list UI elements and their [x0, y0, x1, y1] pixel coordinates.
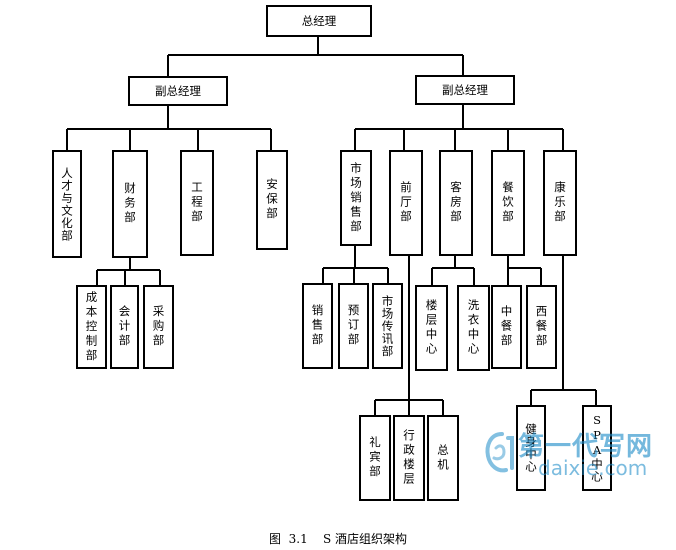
node-dept-finance: 财务部 — [112, 150, 148, 258]
node-dept-engineering: 工程部 — [180, 150, 214, 256]
node-laundry-center-label: 洗衣中心 — [466, 299, 481, 357]
connector-finance-sub — [96, 258, 161, 285]
node-switchboard: 总机 — [427, 415, 459, 501]
node-dept-recreation-label: 康乐部 — [553, 181, 568, 225]
node-concierge: 礼宾部 — [359, 415, 391, 501]
connector-gm-to-vps — [167, 37, 464, 76]
node-sales: 销售部 — [302, 283, 333, 369]
node-cost-control: 成本控制部 — [76, 285, 107, 369]
node-executive-floor-label: 行政楼层 — [402, 429, 417, 487]
node-spa-center-label: SPA中心 — [590, 413, 605, 483]
node-purchasing-label: 采购部 — [151, 305, 166, 349]
node-executive-floor: 行政楼层 — [393, 415, 425, 501]
node-spa-center: SPA中心 — [582, 405, 612, 491]
node-dept-engineering-label: 工程部 — [190, 181, 205, 225]
node-dept-security-label: 安保部 — [265, 178, 280, 222]
node-chinese-restaurant: 中餐部 — [491, 285, 522, 369]
node-laundry-center: 洗衣中心 — [457, 285, 490, 371]
node-switchboard-label: 总机 — [436, 443, 451, 473]
node-vp-right-label: 副总经理 — [442, 83, 488, 97]
node-floor-center: 楼层中心 — [415, 285, 448, 371]
node-western-restaurant: 西餐部 — [526, 285, 557, 369]
watermark-logo-icon — [485, 432, 514, 473]
node-dept-marketing-label: 市场销售部 — [349, 161, 364, 235]
node-dept-recreation: 康乐部 — [543, 150, 577, 256]
node-gm: 总经理 — [266, 5, 372, 37]
connector-front-office-sub — [374, 256, 444, 415]
node-sales-label: 销售部 — [310, 304, 325, 348]
node-fitness-center: 健身中心 — [516, 405, 546, 491]
node-marketing-comms-label: 市场传讯部 — [380, 294, 395, 358]
node-dept-fnb-label: 餐饮部 — [501, 181, 516, 225]
node-dept-hr: 人才与文化部 — [52, 150, 82, 258]
node-reservations: 预订部 — [338, 283, 369, 369]
connector-housekeeping-sub — [431, 256, 475, 285]
connector-vp-right-to-depts — [354, 105, 564, 150]
node-vp-right: 副总经理 — [415, 75, 515, 105]
connector-vp-left-to-depts — [66, 106, 272, 150]
node-marketing-comms: 市场传讯部 — [372, 283, 403, 369]
watermark: 第一代写网 daixie.com — [482, 424, 672, 484]
connector-recreation-sub — [530, 256, 597, 405]
node-dept-marketing: 市场销售部 — [340, 150, 372, 246]
node-western-restaurant-label: 西餐部 — [534, 305, 549, 349]
connector-fnb-sub — [507, 256, 542, 285]
node-accounting-label: 会计部 — [117, 305, 132, 349]
node-vp-left: 副总经理 — [128, 76, 228, 106]
node-reservations-label: 预订部 — [346, 304, 361, 348]
node-dept-housekeeping-label: 客房部 — [449, 181, 464, 225]
node-concierge-label: 礼宾部 — [368, 436, 383, 480]
node-gm-label: 总经理 — [301, 14, 337, 28]
node-dept-front-office: 前厅部 — [389, 150, 423, 256]
connector-marketing-sub — [322, 246, 389, 283]
node-accounting: 会计部 — [110, 285, 139, 369]
node-cost-control-label: 成本控制部 — [84, 290, 99, 364]
node-dept-hr-label: 人才与文化部 — [60, 166, 75, 242]
figure-caption: 图 3.1 S 酒店组织架构 — [268, 532, 407, 546]
node-dept-fnb: 餐饮部 — [491, 150, 525, 256]
node-dept-finance-label: 财务部 — [123, 182, 138, 226]
node-floor-center-label: 楼层中心 — [424, 299, 439, 357]
node-dept-front-office-label: 前厅部 — [399, 181, 414, 225]
node-vp-left-label: 副总经理 — [155, 84, 201, 98]
node-purchasing: 采购部 — [143, 285, 174, 369]
node-dept-security: 安保部 — [256, 150, 288, 250]
node-fitness-center-label: 健身中心 — [524, 423, 539, 473]
node-dept-housekeeping: 客房部 — [439, 150, 473, 256]
node-chinese-restaurant-label: 中餐部 — [499, 305, 514, 349]
watermark-text-cn: 第一代写网 — [518, 432, 654, 462]
watermark-text-en: daixie.com — [538, 456, 648, 480]
